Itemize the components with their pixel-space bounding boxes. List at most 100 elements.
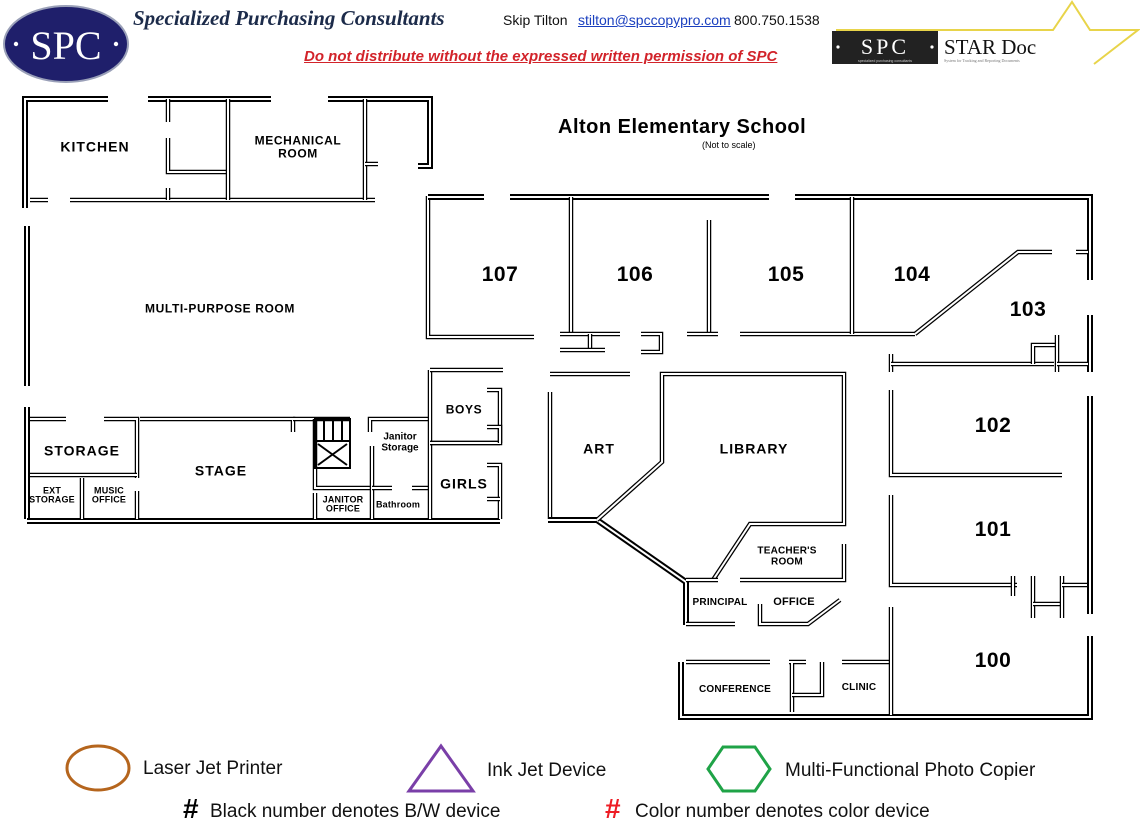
room-105: 105 [767, 262, 805, 286]
room-stage: STAGE [194, 462, 248, 479]
wall-core [487, 426, 501, 443]
room-principal: PRINCIPAL [692, 596, 748, 608]
room-library: LIBRARY [719, 440, 789, 457]
room-janitor-storage: Janitor Storage [381, 431, 419, 454]
interior-wall [487, 424, 503, 443]
room-100: 100 [974, 648, 1012, 672]
wall-core [596, 519, 687, 625]
wall-core [641, 333, 662, 353]
inkjet-triangle-icon [406, 743, 476, 793]
spc-logo-text: SPC [30, 23, 101, 68]
wall-core [1032, 344, 1057, 364]
stardoc-spc-text: SPC [861, 34, 909, 59]
interior-wall [913, 249, 1052, 336]
room-music-office: MUSIC OFFICE [91, 485, 127, 506]
wall-core [369, 418, 430, 432]
interior-wall [792, 662, 825, 698]
plan-title: Alton Elementary School [558, 116, 807, 138]
room-teachers-line1: TEACHER'S [757, 545, 817, 557]
room-conference: CONFERENCE [698, 683, 772, 695]
color-hash-symbol: # [605, 793, 621, 824]
room-storage: STORAGE [44, 442, 120, 459]
room-janitor-office-line1: JANITOR [322, 494, 364, 505]
exterior-wall [795, 194, 1093, 280]
star-outline-icon [836, 0, 1140, 65]
wall-core [789, 661, 806, 712]
wall-core [104, 418, 138, 478]
wall-core [914, 251, 1052, 335]
stardoc-spc-subtext: specialized purchasing consultants [858, 59, 912, 63]
room-janitor-storage-line2: Storage [381, 442, 419, 453]
interior-wall [487, 462, 503, 519]
room-multipurpose: MULTI-PURPOSE ROOM [145, 301, 295, 316]
room-103: 103 [1009, 297, 1047, 321]
wall-core [792, 662, 823, 696]
scale-note: (Not to scale) [702, 140, 756, 150]
spc-logo: SPC [3, 5, 129, 83]
room-ext-storage-line1: EXT [42, 485, 62, 496]
wall-core [427, 196, 534, 338]
bw-hash-symbol: # [183, 793, 199, 824]
wall-core [890, 495, 1017, 586]
exterior-wall [328, 96, 433, 169]
room-boys: BOYS [445, 402, 483, 417]
wall-core [24, 98, 108, 208]
wall-core [890, 390, 1062, 476]
room-janitor-office: JANITOR OFFICE [322, 494, 364, 515]
room-bathroom: Bathroom [375, 499, 421, 510]
room-music-office-line1: MUSIC [93, 485, 124, 496]
room-office: OFFICE [773, 596, 815, 609]
stardoc-title: STAR Doc [944, 35, 1036, 59]
legend-laser-jet-label: Laser Jet Printer [143, 758, 283, 779]
interior-wall [367, 416, 430, 432]
wall-core [740, 544, 845, 581]
walls [22, 96, 1093, 720]
contact-email-link[interactable]: stilton@spccopypro.com [578, 12, 731, 28]
room-janitor-storage-line1: Janitor [383, 431, 417, 443]
room-janitor-office-line2: OFFICE [325, 504, 361, 514]
legend-bw-note: Black number denotes B/W device [210, 801, 501, 822]
wall-core [430, 389, 501, 444]
interior-wall [165, 138, 228, 175]
exterior-wall [678, 636, 1093, 720]
stair-treads-icon [323, 419, 343, 441]
legend-copier-label: Multi-Functional Photo Copier [785, 760, 1036, 781]
wall-core [795, 196, 1091, 280]
room-teachers: TEACHER'S ROOM [757, 545, 817, 568]
distribution-warning: Do not distribute without the expressed … [304, 48, 778, 65]
room-102: 102 [974, 413, 1012, 437]
room-music-office-line2: OFFICE [91, 495, 127, 505]
legend-inkjet-label: Ink Jet Device [487, 760, 607, 781]
interior-wall [140, 416, 296, 432]
laser-printer-circle-icon [65, 744, 131, 792]
room-106: 106 [616, 262, 654, 286]
stardoc-logo: SPC specialized purchasing consultants S… [832, 0, 1140, 65]
stardoc-subtitle: System for Tracking and Reporting Docume… [944, 58, 1020, 63]
wall-core [759, 599, 841, 625]
elevator-x-box-icon [314, 440, 351, 469]
wall-core [328, 98, 431, 167]
room-teachers-line2: ROOM [771, 556, 803, 567]
wall-core [167, 138, 228, 173]
company-name: Specialized Purchasing Consultants [133, 6, 445, 30]
room-107: 107 [481, 262, 519, 286]
copier-hexagon-icon [706, 745, 772, 793]
interior-wall [641, 331, 664, 355]
room-mechanical-line1: MECHANICAL [254, 133, 342, 148]
room-104: 104 [893, 262, 931, 286]
wall-core [596, 373, 845, 581]
room-clinic: CLINIC [841, 681, 877, 693]
interior-wall [1030, 342, 1057, 364]
room-ext-storage: EXT STORAGE [29, 485, 75, 506]
room-ext-storage-line2: STORAGE [29, 495, 75, 505]
legend-color-note: Color number denotes color device [635, 801, 930, 822]
contact-name: Skip Tilton [503, 12, 568, 28]
contact-phone: 800.750.1538 [734, 12, 820, 28]
wall-core [680, 636, 1091, 718]
room-girls: GIRLS [440, 475, 488, 492]
room-art: ART [583, 440, 615, 457]
room-mechanical: MECHANICAL ROOM [255, 134, 342, 159]
room-101: 101 [974, 517, 1012, 541]
room-mechanical-line2: ROOM [278, 146, 318, 160]
